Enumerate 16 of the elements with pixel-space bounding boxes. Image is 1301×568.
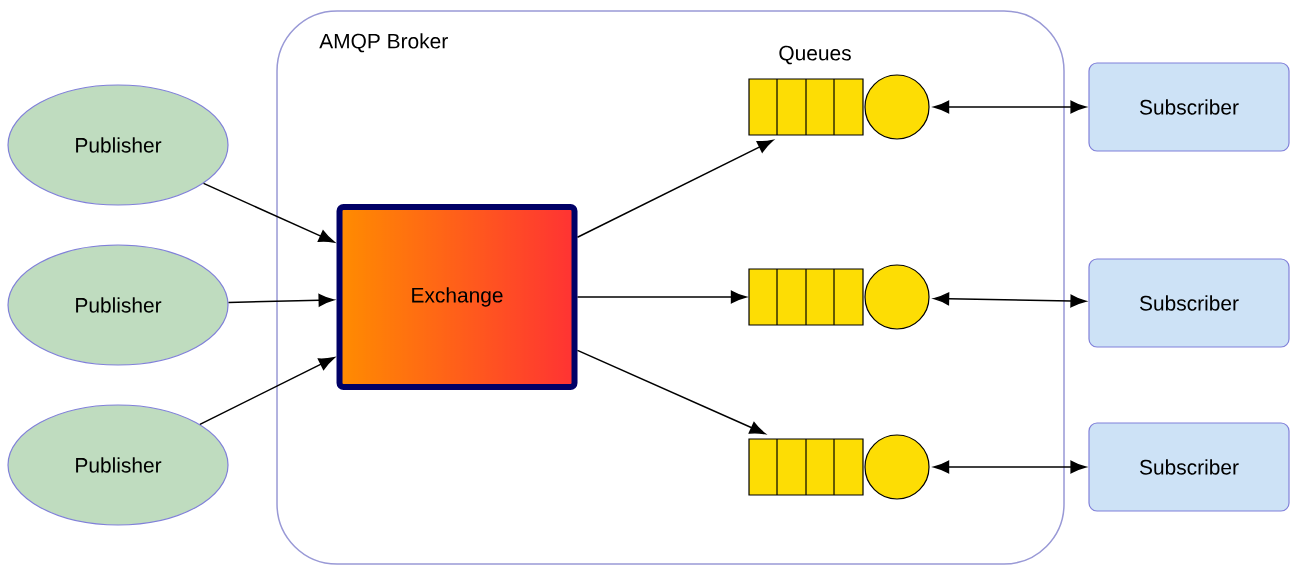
arrow xyxy=(227,293,335,307)
arrow xyxy=(576,290,747,304)
subscriber-box: Subscriber xyxy=(1088,422,1290,512)
queue-drawing xyxy=(748,264,930,330)
subscriber-box: Subscriber xyxy=(1088,62,1290,152)
arrow xyxy=(199,357,335,426)
arrow xyxy=(202,182,335,243)
subscriber-box: Subscriber xyxy=(1088,258,1290,348)
arrow xyxy=(576,139,774,239)
arrow xyxy=(933,292,1087,308)
exchange-box: Exchange xyxy=(336,204,578,390)
arrow xyxy=(576,349,766,435)
arrow xyxy=(933,460,1087,474)
arrow xyxy=(933,100,1087,114)
queue-drawing xyxy=(748,434,930,500)
queue-drawing xyxy=(748,74,930,140)
